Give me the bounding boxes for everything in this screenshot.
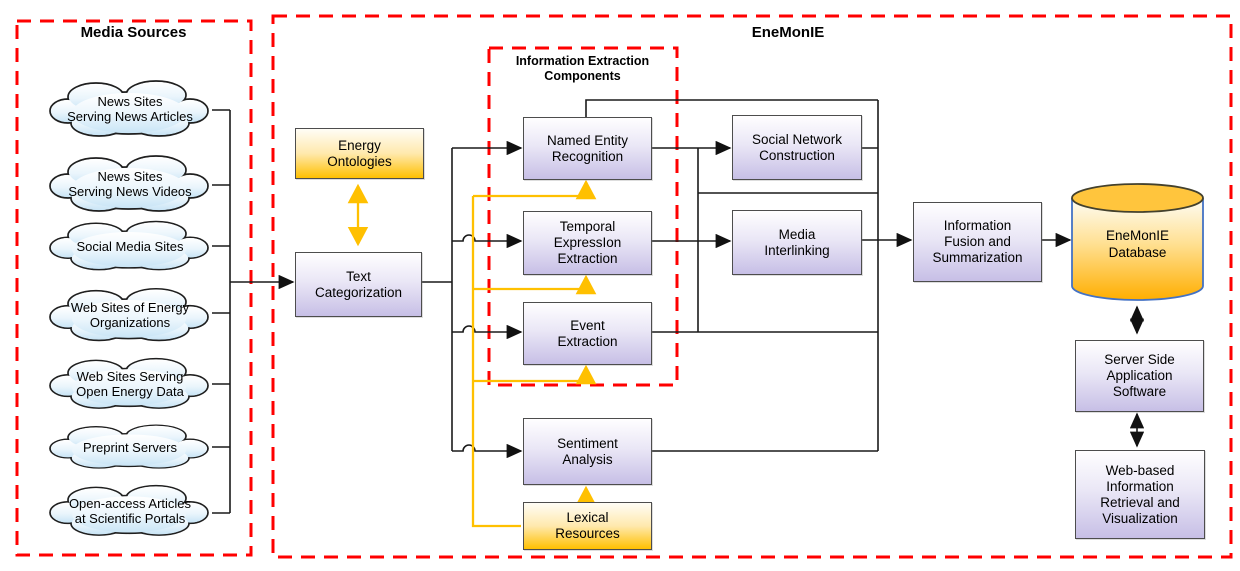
textcat-output-trunk (420, 148, 453, 451)
text-categorization-box: Text Categorization (295, 252, 422, 317)
web-based-retrieval-box: Web-based Information Retrieval and Visu… (1075, 450, 1205, 539)
lexical-trunk-line (471, 196, 521, 528)
knowledge-lines (347, 179, 597, 528)
ie-components-title: Information Extraction Components (515, 54, 650, 83)
media-sources-title: Media Sources (80, 23, 187, 41)
lexical-to-ner-arrow (473, 179, 597, 200)
to-temporal-arrow (452, 233, 523, 249)
server-side-software-box: Server Side Application Software (1075, 340, 1204, 412)
temporal-expression-extraction-box: Temporal ExpressIon Extraction (523, 211, 652, 275)
flow-lines (212, 99, 1145, 514)
cloud-news-articles: News Sites Serving News Articles (67, 94, 193, 124)
media-sources-container (15, 19, 253, 557)
information-extraction-container (487, 46, 679, 387)
database-label: EneMonIE Database (1105, 228, 1170, 260)
cloud-preprint-servers: Preprint Servers (83, 439, 177, 455)
media-interlinking-box: Media Interlinking (732, 210, 862, 275)
database-cylinder (1071, 183, 1204, 301)
cloud-open-access-articles: Open-access Articles at Scientific Porta… (68, 496, 192, 526)
to-event-arrow (452, 324, 523, 340)
cloud-social-media: Social Media Sites (76, 238, 184, 254)
ner-top-loop (585, 99, 878, 117)
cloud-news-videos: News Sites Serving News Videos (68, 169, 192, 199)
enemonie-title: EneMonIE (751, 23, 825, 41)
enemonie-container (271, 14, 1233, 559)
lexical-to-event-arrow (473, 364, 597, 385)
cloud-energy-orgs: Web Sites of Energy Organizations (70, 300, 190, 330)
social-network-construction-box: Social Network Construction (732, 115, 862, 180)
sentiment-analysis-box: Sentiment Analysis (523, 418, 652, 485)
energy-ontologies-box: Energy Ontologies (295, 128, 424, 179)
lexical-to-temporal-arrow (473, 274, 597, 295)
lexical-resources-box: Lexical Resources (523, 502, 652, 550)
named-entity-recognition-box: Named Entity Recognition (523, 117, 652, 180)
ner-event-tee (697, 148, 878, 332)
information-fusion-box: Information Fusion and Summarization (913, 202, 1042, 282)
event-extraction-box: Event Extraction (523, 302, 652, 365)
cloud-open-energy-data: Web Sites Serving Open Energy Data (76, 369, 184, 399)
to-sentiment-arrow (452, 443, 523, 459)
